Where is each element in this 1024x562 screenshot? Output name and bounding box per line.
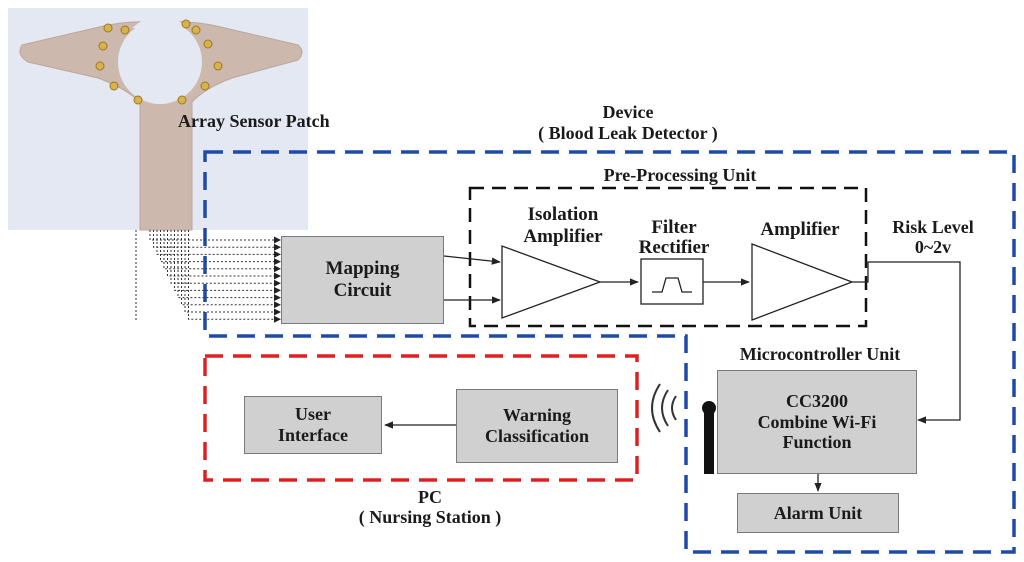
warning-line2: Classification (484, 426, 589, 446)
filter-label-line2: Rectifier (638, 237, 710, 258)
ui-line1: User (295, 404, 331, 425)
alarm-unit-box: Alarm Unit (737, 493, 899, 533)
sensor-arrowhead (274, 258, 281, 266)
mapping-line1: Mapping (325, 258, 400, 280)
sensor-arrowhead (274, 286, 281, 294)
amplifier-label: Amplifier (760, 219, 840, 240)
warning-line1: Warning (502, 405, 571, 426)
mcu-line2: Combine Wi-Fi (757, 411, 877, 432)
antenna-icon (702, 401, 716, 474)
sensor-arrowhead (274, 272, 281, 280)
sensor-arrowhead (274, 279, 281, 287)
pre-processing-title: Pre-Processing Unit (603, 165, 757, 185)
ui-line2: Interface (278, 425, 348, 445)
mapping-line2: Circuit (333, 280, 392, 301)
sensor-line (181, 230, 274, 306)
sensor-arrowhead (274, 301, 281, 309)
pre-processing-boundary (468, 186, 868, 328)
sensor-arrowhead (274, 265, 281, 273)
sensor-line (188, 230, 274, 320)
sensor-arrowhead (274, 250, 281, 258)
sensor-line (156, 230, 274, 255)
filter-rectifier-symbol (640, 258, 704, 305)
mcu-line1: CC3200 (785, 390, 848, 411)
pc-boundary (203, 354, 639, 482)
sensor-signal-lines (149, 230, 274, 320)
sensor-arrowhead (274, 294, 281, 302)
sensor-line (149, 230, 274, 241)
isolation-label-line1: Isolation (527, 204, 599, 225)
pc-title-line1: PC (418, 487, 442, 507)
mcu-line3: Function (782, 432, 852, 453)
pc-title-line2: ( Nursing Station ) (358, 507, 502, 527)
sensor-line (167, 230, 274, 277)
sensor-line (153, 230, 274, 248)
alarm-label: Alarm Unit (773, 502, 863, 523)
sensor-line (174, 230, 274, 291)
isolation-amplifier-symbol (501, 245, 602, 319)
wifi-signal-icon (651, 383, 677, 433)
mapping-to-isolation-arrow-1 (443, 255, 501, 265)
sensor-arrowhead (274, 308, 281, 316)
filter-label-line1: Filter (651, 217, 697, 238)
device-title-line2: ( Blood Leak Detector ) (538, 123, 718, 143)
device-title-line1: Device (602, 102, 654, 122)
microcontroller-title: Microcontroller Unit (739, 344, 901, 364)
risk-level-line (852, 261, 961, 424)
risk-level-label-line1: Risk Level (892, 217, 974, 237)
sensor-arrowhead (274, 315, 281, 323)
sensor-line (184, 230, 274, 313)
sensor-line (170, 230, 274, 284)
sensor-arrowhead (274, 236, 281, 244)
sensor-arrowhead (274, 243, 281, 251)
sensor-line (163, 230, 274, 270)
isolation-label-line2: Amplifier (523, 226, 603, 247)
risk-level-label-line2: 0~2v (914, 237, 952, 257)
amplifier-symbol (751, 243, 854, 321)
sensor-patch-image (8, 8, 308, 231)
array-sensor-patch-label: Array Sensor Patch (178, 111, 330, 131)
